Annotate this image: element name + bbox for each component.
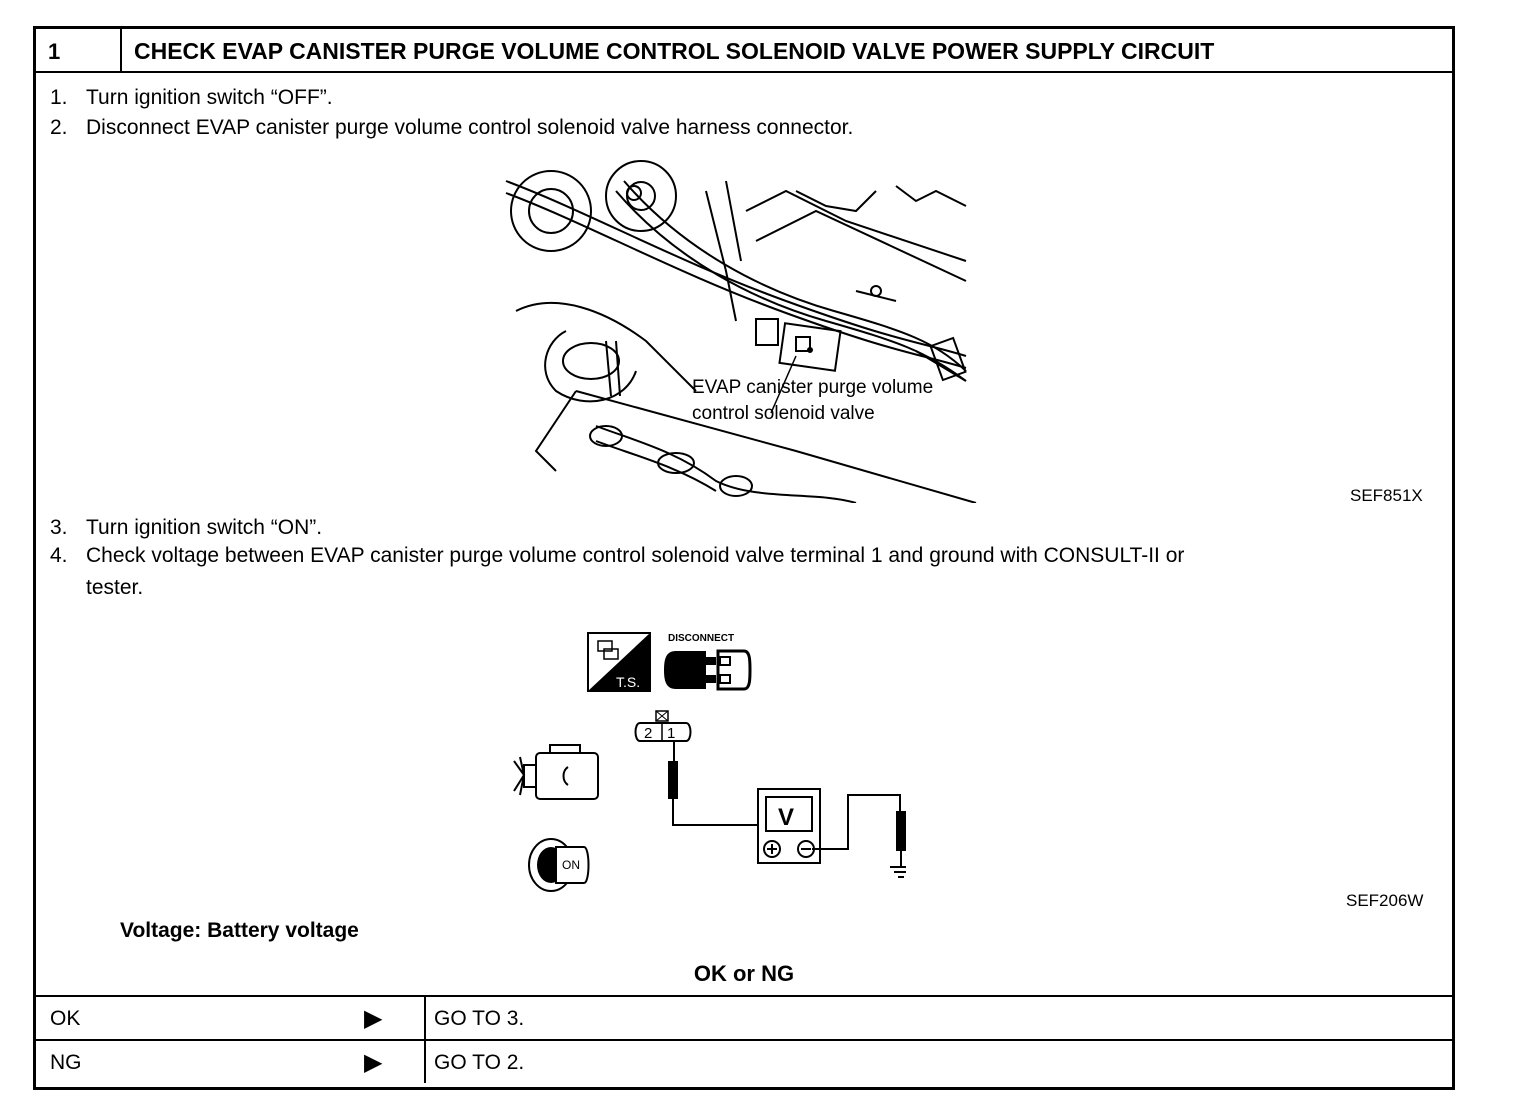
- voltage-spec: Voltage: Battery voltage: [120, 919, 359, 942]
- ts-label: T.S.: [616, 674, 640, 690]
- meter-label: V: [778, 804, 794, 831]
- figure-code: SEF206W: [1346, 891, 1424, 910]
- instruction-number: 4.: [50, 544, 68, 567]
- engine-icon: [513, 744, 599, 800]
- step-title: CHECK EVAP CANISTER PURGE VOLUME CONTROL…: [134, 38, 1215, 64]
- step-header: 1 CHECK EVAP CANISTER PURGE VOLUME CONTR…: [36, 29, 1452, 73]
- terminal-1-label: 1: [667, 725, 675, 742]
- ignition-key-icon: ON: [528, 838, 590, 892]
- disconnect-icon: DISCONNECT: [664, 633, 752, 691]
- result-row-ng: NG ▶ GO TO 2.: [36, 1039, 1452, 1083]
- instruction-text: Turn ignition switch “OFF”.: [86, 86, 333, 109]
- instruction-text: tester.: [86, 576, 144, 599]
- arrow-right-icon: ▶: [364, 1005, 383, 1032]
- step-number: 1: [36, 29, 122, 71]
- voltage-check-diagram: T.S. DISCONNECT 2 1 V: [513, 632, 906, 892]
- tool-ts-icon: T.S.: [587, 632, 651, 692]
- instruction-text: Check voltage between EVAP canister purg…: [86, 544, 1185, 567]
- result-condition: NG: [50, 1051, 82, 1074]
- result-action: GO TO 2.: [434, 1051, 525, 1074]
- ok-ng-label: OK or NG: [693, 961, 795, 986]
- disconnect-label: DISCONNECT: [668, 633, 734, 644]
- ground-icon: [890, 866, 906, 878]
- terminal-2-label: 2: [644, 725, 652, 742]
- result-condition: OK: [50, 1007, 81, 1030]
- engine-bay-illustration: [505, 160, 977, 503]
- result-action: GO TO 3.: [434, 1007, 525, 1030]
- callout-line-1: EVAP canister purge volume: [692, 377, 934, 398]
- harness-connector: 2 1: [634, 710, 692, 742]
- figure-code: SEF851X: [1350, 486, 1423, 505]
- column-divider: [424, 997, 426, 1039]
- instruction-number: 3.: [50, 516, 68, 539]
- arrow-right-icon: ▶: [364, 1049, 383, 1076]
- instruction-number: 2.: [50, 116, 68, 139]
- column-divider: [424, 1041, 426, 1083]
- key-on-label: ON: [562, 858, 580, 872]
- diagnostic-step-box: 1 CHECK EVAP CANISTER PURGE VOLUME CONTR…: [33, 26, 1455, 1090]
- valve-callout: EVAP canister purge volume control solen…: [692, 375, 933, 427]
- voltmeter-icon: V: [757, 788, 821, 864]
- instruction-number: 1.: [50, 86, 68, 109]
- instruction-text: Disconnect EVAP canister purge volume co…: [86, 116, 854, 139]
- instruction-text: Turn ignition switch “ON”.: [86, 516, 323, 539]
- result-row-ok: OK ▶ GO TO 3.: [36, 995, 1452, 1039]
- callout-line-2: control solenoid valve: [692, 403, 875, 424]
